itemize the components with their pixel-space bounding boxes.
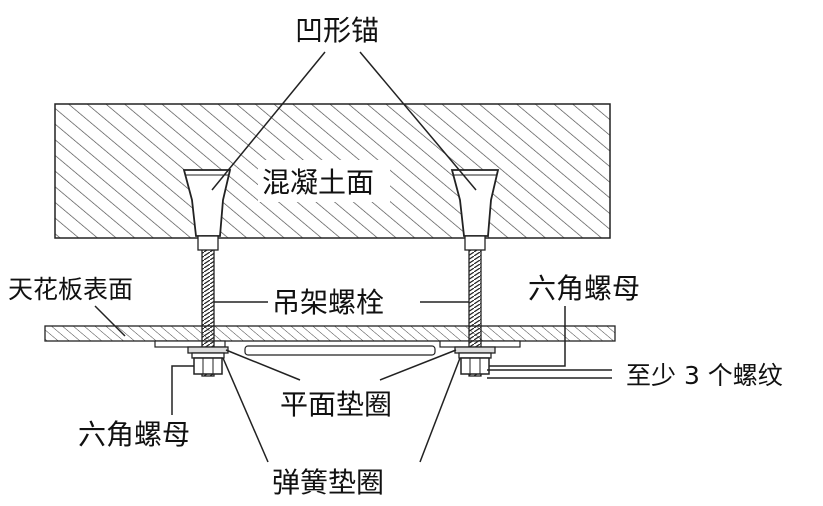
left-hex-nut — [193, 357, 223, 375]
spring-washer-label: 弹簧垫圈 — [272, 466, 384, 499]
right-bolt-top — [464, 235, 486, 251]
left-anchor — [182, 169, 232, 237]
ceiling-surface-label: 天花板表面 — [8, 275, 133, 304]
flat-washer-label: 平面垫圈 — [280, 388, 392, 421]
left-flat-washer — [187, 346, 229, 354]
concrete-label: 混凝土面 — [262, 166, 374, 199]
left-bolt-top — [197, 235, 219, 251]
anchor-label: 凹形锚 — [295, 14, 379, 47]
right-flat-washer — [454, 346, 496, 354]
hex-nut-left-label: 六角螺母 — [78, 418, 190, 451]
right-hex-nut — [460, 357, 490, 375]
concrete-label-bg — [258, 160, 390, 202]
ceiling-board — [44, 325, 616, 342]
leader-lines — [94, 51, 612, 463]
hanger-bolt-label: 吊架螺栓 — [272, 286, 384, 319]
hex-nut-right-label: 六角螺母 — [528, 272, 640, 305]
thread-note-label: 至少 3 个螺纹 — [626, 361, 783, 390]
right-anchor — [450, 169, 500, 237]
center-plate — [244, 345, 436, 356]
